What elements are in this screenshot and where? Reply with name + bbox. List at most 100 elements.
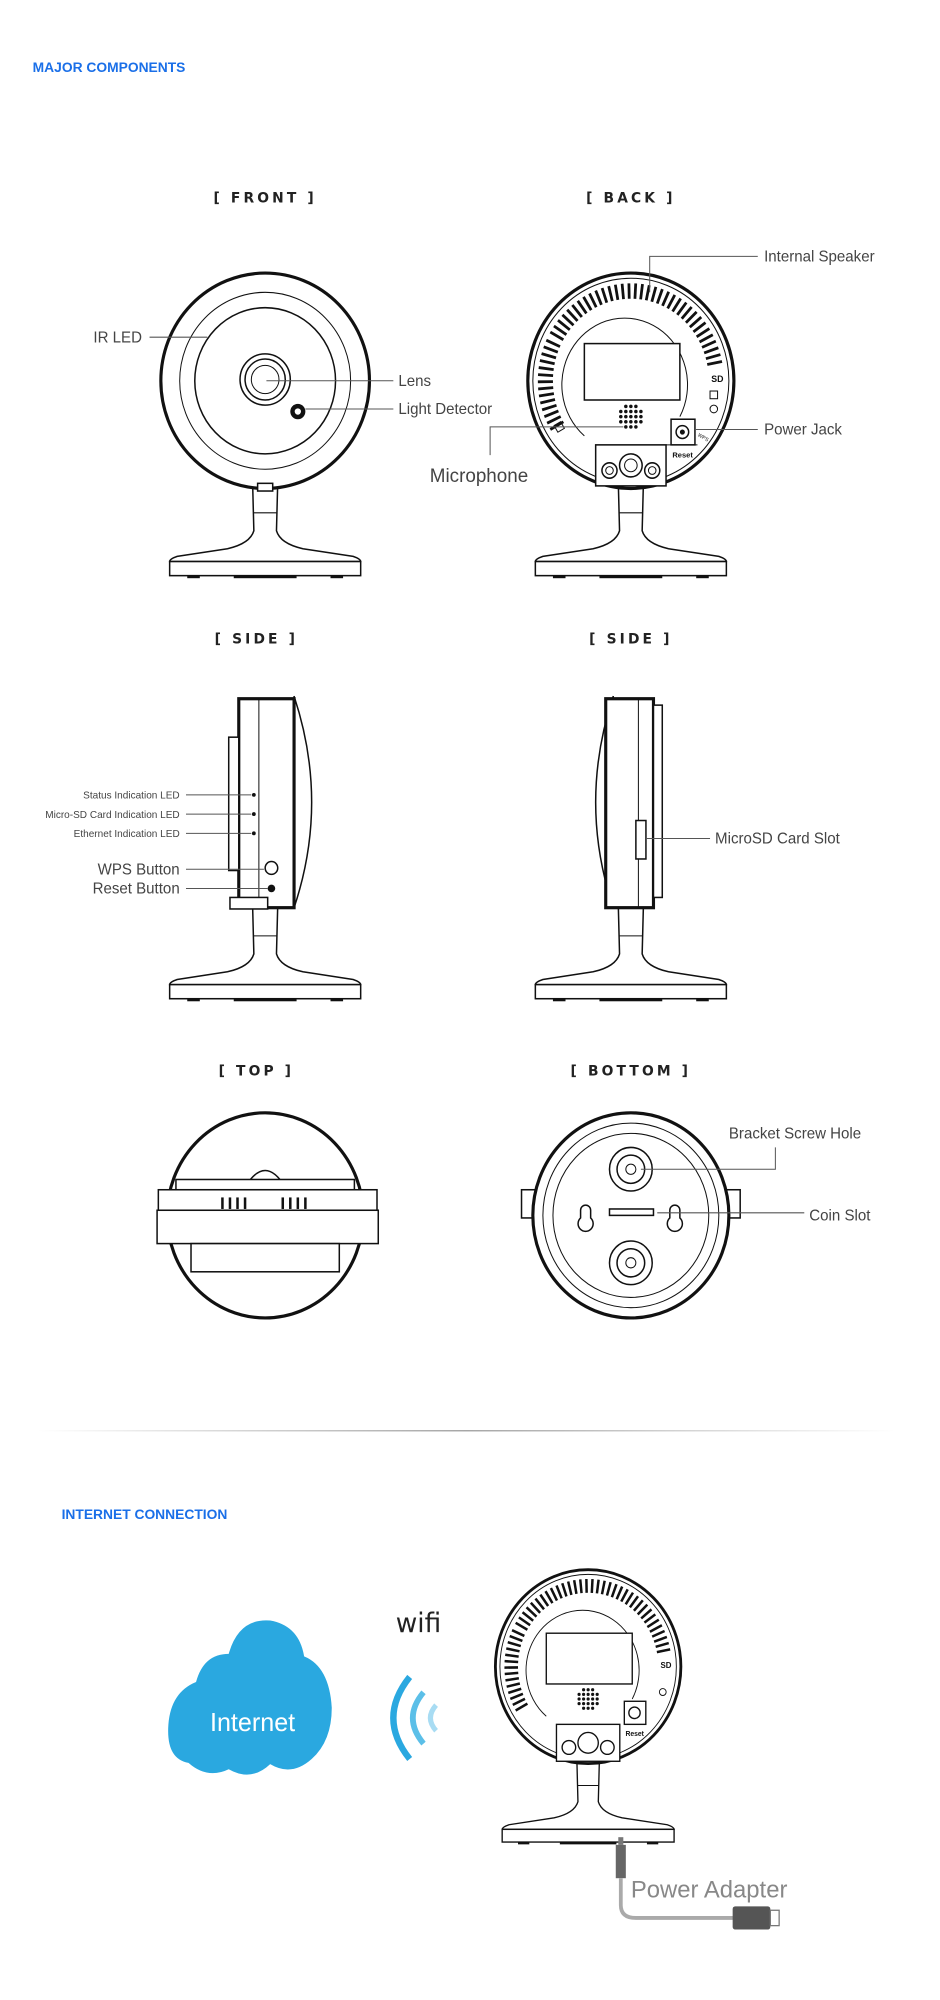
speaker-slot — [507, 1687, 522, 1695]
speaker-slot — [636, 1603, 649, 1616]
speaker-slot — [561, 313, 575, 327]
mic-hole — [582, 1692, 586, 1696]
speaker-slot — [588, 292, 598, 308]
speaker-slot — [706, 360, 723, 366]
speaker-slot — [643, 1613, 657, 1624]
label-sd-led: Micro-SD Card Indication LED — [45, 810, 179, 821]
speaker-slot — [650, 286, 658, 303]
view-title-front: [ FRONT ] — [213, 190, 316, 206]
label-power-adapter: Power Adapter — [631, 1876, 788, 1903]
reset-marking: Reset — [625, 1731, 644, 1738]
speaker-slot — [557, 319, 571, 331]
speaker-slot — [553, 324, 568, 336]
label-wps-button: WPS Button — [98, 861, 180, 878]
cloud-label: Internet — [210, 1709, 295, 1737]
speaker-slot — [646, 1618, 660, 1629]
mic-hole — [629, 425, 633, 429]
speaker-grille-icon — [504, 1578, 671, 1712]
camera-side-view-right — [534, 695, 728, 1003]
speaker-slot — [613, 284, 620, 301]
camera-side-view-left — [168, 695, 362, 1003]
label-lens: Lens — [398, 373, 431, 390]
mic-hole — [577, 1692, 581, 1696]
speaker-slot — [538, 366, 554, 372]
view-title-back: [ BACK ] — [586, 190, 675, 206]
speaker-slot — [566, 308, 579, 322]
speaker-slot — [594, 290, 603, 306]
label-internal-speaker: Internal Speaker — [764, 248, 875, 265]
speaker-slot — [540, 398, 556, 405]
label-coin-slot: Coin Slot — [809, 1207, 871, 1224]
speaker-slot — [600, 287, 609, 304]
speaker-slot — [529, 1601, 542, 1614]
speaker-slot — [512, 1697, 526, 1706]
speaker-slot — [506, 1647, 520, 1653]
speaker-slot — [615, 1586, 624, 1600]
mic-hole — [591, 1701, 595, 1706]
mic-hole — [639, 409, 643, 414]
speaker-slot — [506, 1682, 521, 1688]
speaker-slot — [539, 359, 555, 366]
speaker-slot — [534, 1597, 545, 1611]
speaker-slot — [546, 415, 562, 425]
mic-hole — [639, 420, 643, 424]
speaker-slot — [633, 1599, 644, 1612]
speaker-slot — [639, 283, 644, 300]
mic-hole — [634, 420, 638, 424]
label-microsd-slot: MicroSD Card Slot — [715, 830, 841, 847]
speaker-slot — [521, 1611, 534, 1622]
speaker-slot — [620, 283, 625, 300]
view-title-bottom: [ BOTTOM ] — [571, 1064, 692, 1080]
speaker-slot — [655, 1641, 670, 1649]
mic-hole — [582, 1688, 586, 1692]
mic-hole — [595, 1701, 599, 1706]
mic-hole — [586, 1692, 590, 1696]
speaker-slot — [705, 353, 721, 361]
speaker-slot — [653, 1635, 668, 1643]
speaker-slot — [539, 1593, 550, 1607]
mic-hole — [577, 1697, 581, 1701]
view-title-side-left: [ SIDE ] — [215, 631, 298, 647]
mic-hole — [624, 409, 628, 414]
camera-bottom-view — [520, 1111, 741, 1320]
speaker-grille-icon — [537, 283, 723, 431]
mic-hole — [624, 404, 628, 409]
speaker-slot — [628, 1595, 640, 1609]
speaker-slot — [605, 1581, 612, 1596]
label-reset-button: Reset Button — [93, 880, 180, 897]
speaker-slot — [545, 338, 561, 348]
speaker-slot — [684, 310, 698, 324]
speaker-slot — [549, 1587, 559, 1602]
mic-hole — [634, 409, 638, 414]
speaker-slot — [504, 1659, 519, 1664]
wifi-label: wifi — [396, 1608, 442, 1639]
speaker-slot — [600, 1580, 606, 1595]
speaker-slot — [649, 1624, 663, 1633]
speaker-slot — [509, 1634, 523, 1643]
mic-hole — [629, 414, 633, 419]
mic-hole — [619, 409, 623, 414]
mic-hole — [582, 1701, 586, 1706]
speaker-slot — [590, 1579, 594, 1593]
view-title-top: [ TOP ] — [219, 1064, 295, 1080]
speaker-slot — [507, 1640, 522, 1648]
speaker-slot — [561, 1582, 568, 1597]
speaker-slot — [703, 346, 719, 355]
mic-hole — [582, 1706, 586, 1710]
camera-front-view — [159, 271, 372, 579]
mic-hole — [586, 1706, 590, 1710]
speaker-slot — [538, 392, 555, 398]
mic-hole — [582, 1697, 586, 1701]
label-ir-led: IR LED — [93, 329, 142, 346]
mic-hole — [577, 1701, 581, 1706]
speaker-slot — [692, 321, 707, 333]
speaker-slot — [566, 1581, 573, 1596]
speaker-slot — [543, 409, 559, 418]
speaker-slot — [525, 1606, 538, 1618]
camera-top-view — [156, 1111, 380, 1320]
internet-cloud-icon: Internet — [168, 1620, 332, 1775]
speaker-slot — [505, 1676, 520, 1682]
mic-hole — [619, 420, 623, 424]
microsd-slot-icon — [635, 819, 647, 860]
mic-hole — [639, 414, 643, 419]
